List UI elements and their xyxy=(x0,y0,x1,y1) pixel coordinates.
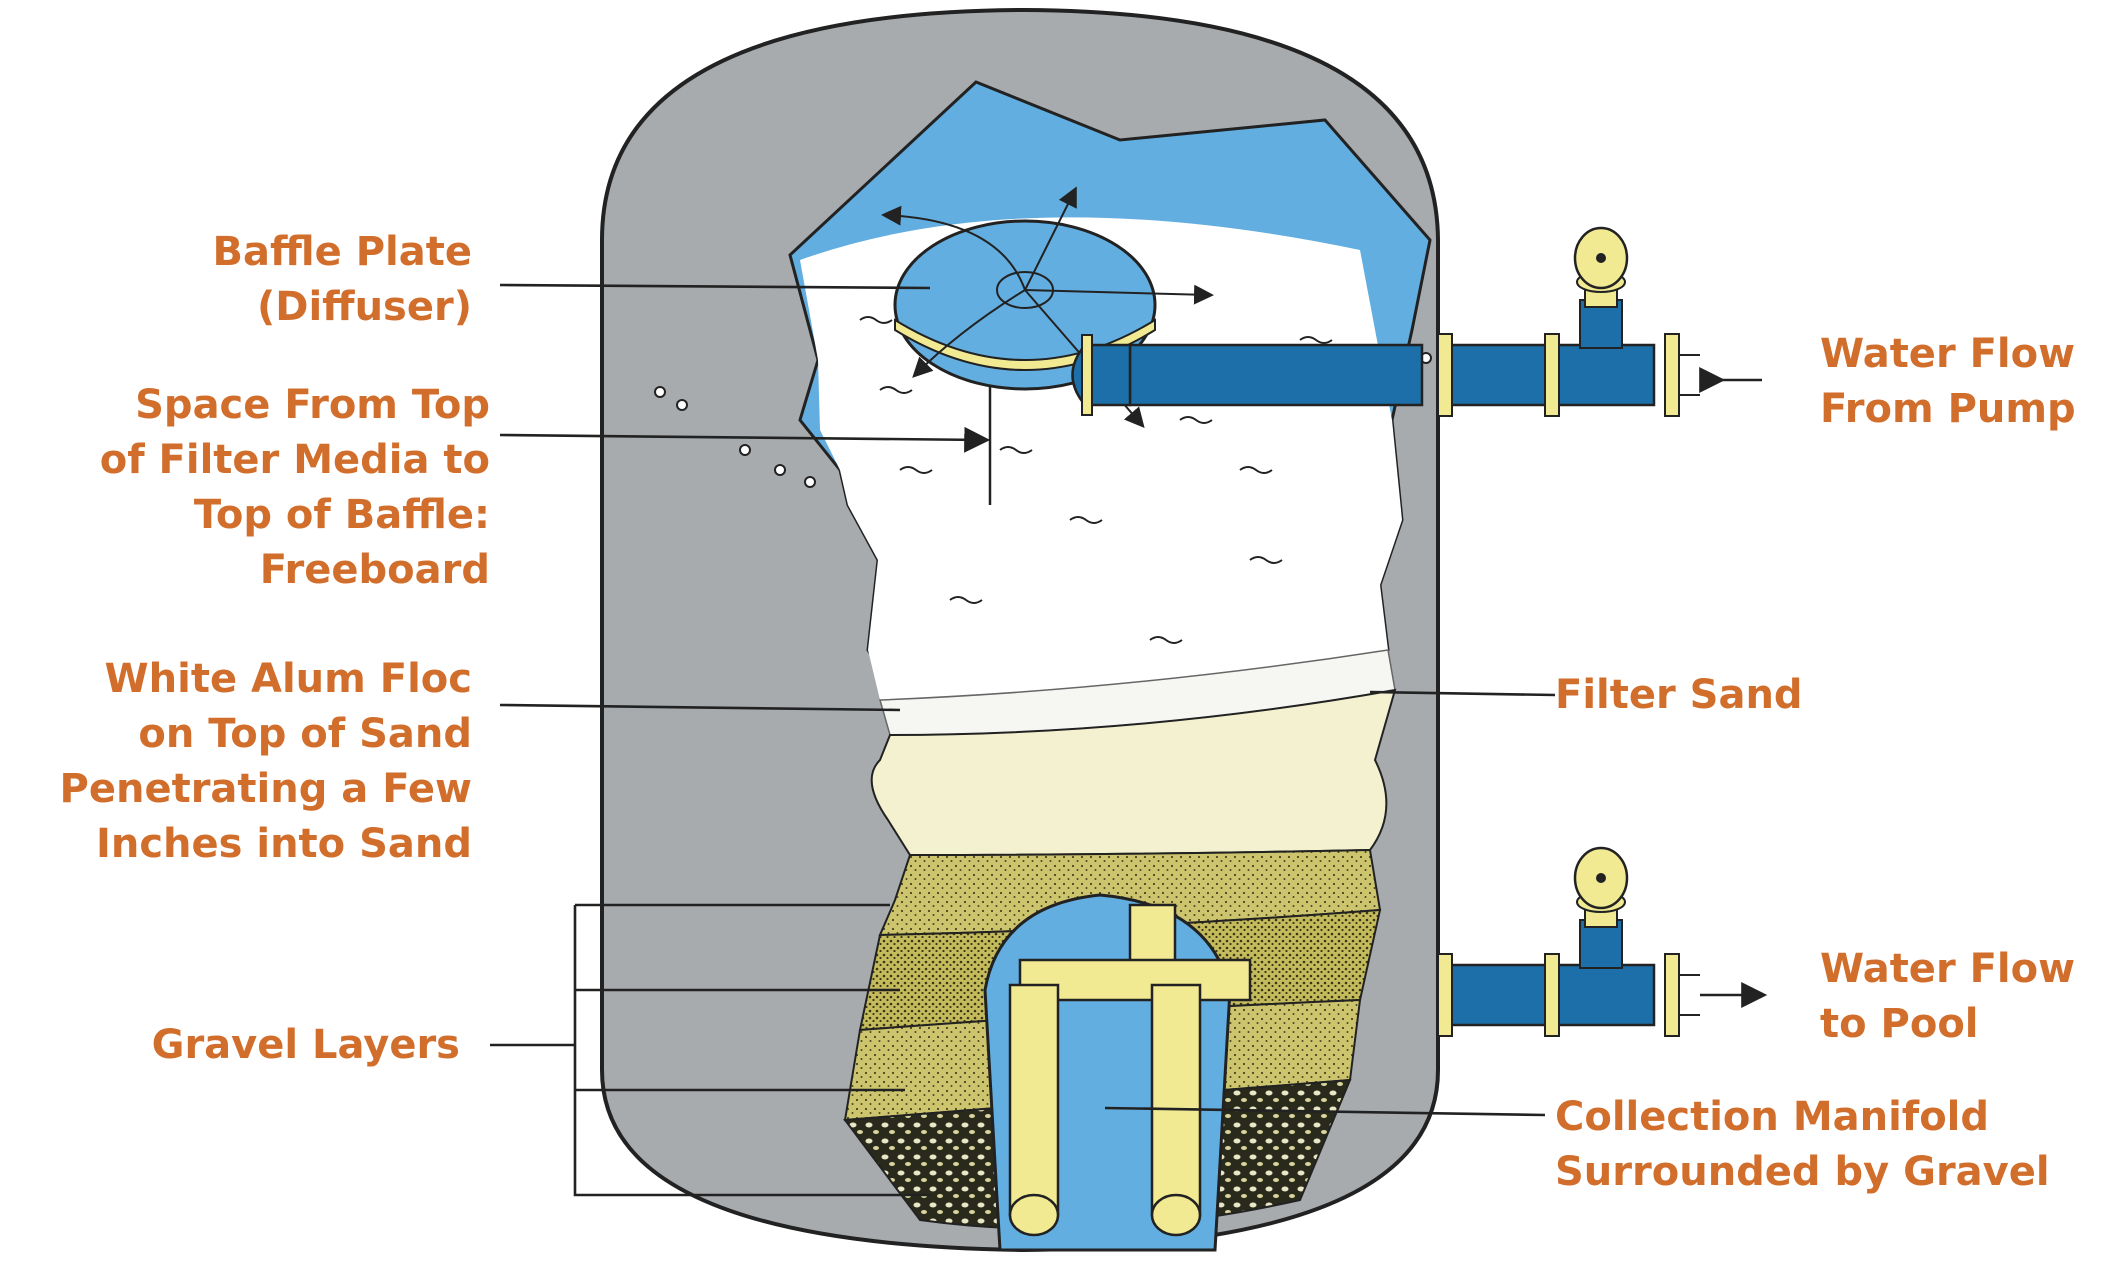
label-freeboard-line4: Freeboard xyxy=(260,547,490,593)
label-freeboard-line2: of Filter Media to xyxy=(100,437,490,483)
valve-icon xyxy=(1575,848,1627,968)
label-gravel-layers: Gravel Layers xyxy=(152,1022,460,1068)
label-floc-line4: Inches into Sand xyxy=(96,821,472,867)
valve-icon xyxy=(1575,228,1627,348)
label-freeboard-line3: Top of Baffle: xyxy=(194,492,490,538)
label-filter-sand: Filter Sand xyxy=(1555,672,1803,718)
label-manifold-line1: Collection Manifold xyxy=(1555,1094,1989,1140)
outlet-pipe xyxy=(1438,954,1700,1036)
label-floc-line1: White Alum Floc xyxy=(105,656,472,702)
label-outflow-line1: Water Flow xyxy=(1820,946,2075,992)
label-baffle-plate-line1: Baffle Plate xyxy=(213,229,472,275)
label-floc-line3: Penetrating a Few xyxy=(60,766,472,812)
label-floc-line2: on Top of Sand xyxy=(138,711,472,757)
label-inflow-line2: From Pump xyxy=(1820,386,2076,432)
label-baffle-plate-line2: (Diffuser) xyxy=(257,284,472,330)
label-outflow-line2: to Pool xyxy=(1820,1001,1979,1047)
label-manifold-line2: Surrounded by Gravel xyxy=(1555,1149,2050,1195)
label-inflow-line1: Water Flow xyxy=(1820,331,2075,377)
label-freeboard-line1: Space From Top xyxy=(135,382,490,428)
